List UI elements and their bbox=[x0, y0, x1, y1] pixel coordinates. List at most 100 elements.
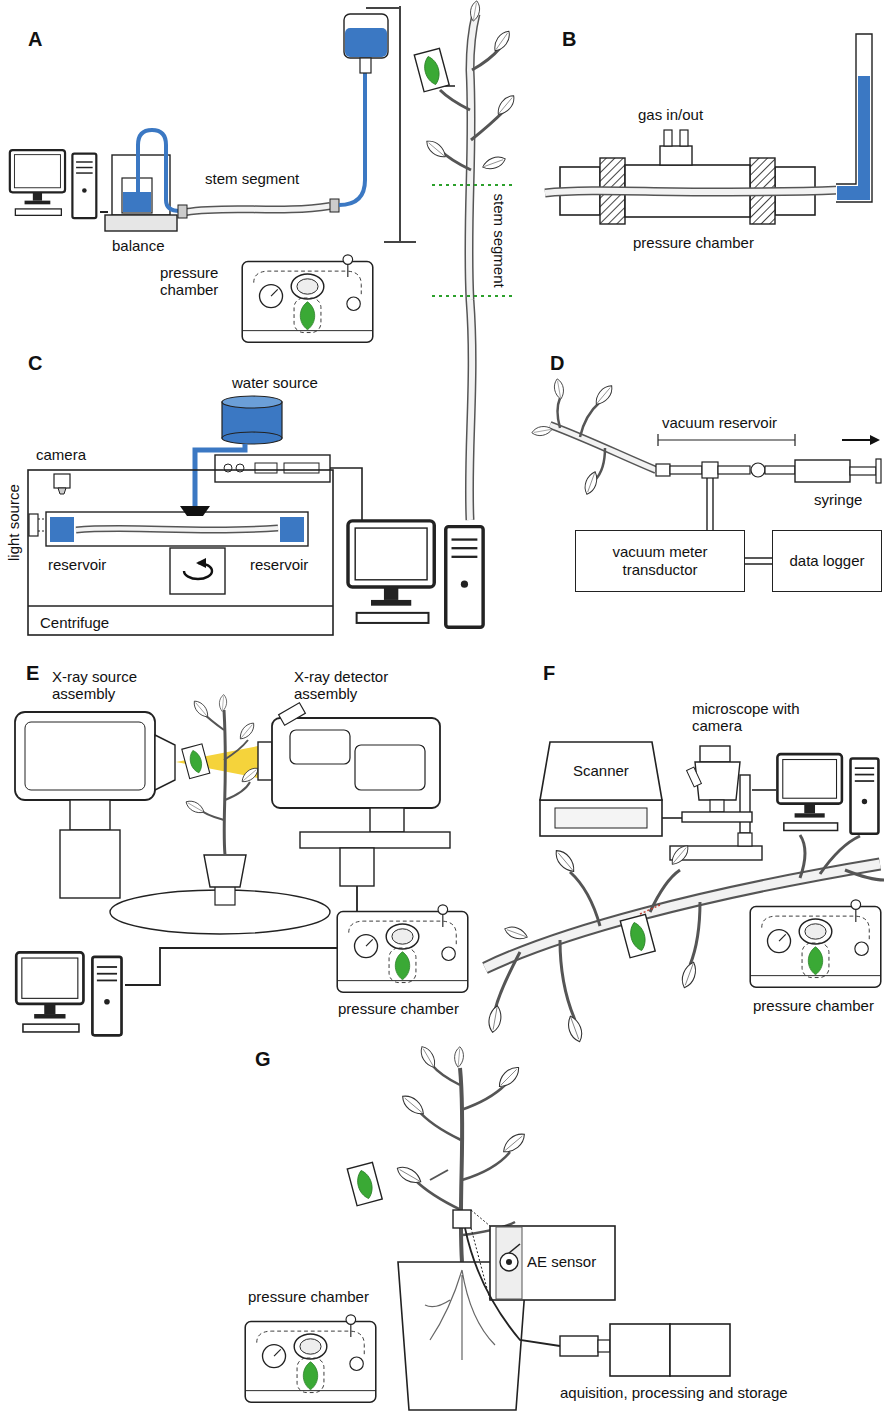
x-ray-detector bbox=[300, 832, 450, 848]
ae-sensor bbox=[496, 1227, 522, 1299]
computer-e bbox=[16, 952, 121, 1035]
plant-stem bbox=[424, 137, 449, 160]
pressure-chamber-b bbox=[660, 146, 692, 165]
iv-bag bbox=[344, 14, 388, 58]
cut-mark bbox=[640, 905, 660, 914]
part-label: vacuum reservoir bbox=[662, 414, 777, 431]
plant-e bbox=[237, 720, 257, 741]
tube bbox=[339, 72, 365, 205]
plant-g bbox=[394, 1044, 528, 1410]
panel-letter: G bbox=[255, 1048, 271, 1071]
controller bbox=[255, 463, 277, 473]
controller bbox=[215, 455, 330, 482]
microscope bbox=[700, 746, 730, 762]
acquisition-unit bbox=[670, 1324, 730, 1376]
controller bbox=[284, 463, 319, 473]
ae-sensor bbox=[509, 1244, 520, 1253]
plant-d bbox=[553, 378, 565, 400]
stem-segment-a bbox=[186, 206, 330, 212]
x-ray-source bbox=[15, 712, 175, 898]
plant-e bbox=[224, 710, 225, 855]
x-ray-source bbox=[25, 722, 145, 790]
plant-d bbox=[531, 378, 656, 496]
ae-sensor bbox=[453, 1210, 471, 1228]
plant-stem bbox=[469, 14, 476, 520]
vacuum-line bbox=[670, 466, 702, 474]
stem-segment-b bbox=[545, 190, 840, 193]
bagged-leaf bbox=[182, 744, 210, 779]
x-ray-source bbox=[60, 830, 120, 898]
centrifuge bbox=[38, 531, 44, 532]
acquisition-unit bbox=[560, 1336, 598, 1356]
stem-segment-a bbox=[178, 205, 187, 218]
iv-bag bbox=[384, 241, 416, 243]
x-ray-detector bbox=[272, 718, 440, 808]
panel-letter: F bbox=[543, 662, 555, 685]
pressure-chamber-b bbox=[560, 130, 815, 224]
plant-e bbox=[204, 855, 246, 887]
centrifuge bbox=[58, 488, 66, 494]
part-label: syringe bbox=[814, 491, 862, 508]
bagged-leaf bbox=[347, 1162, 382, 1205]
plant-g bbox=[394, 1163, 423, 1186]
water-source bbox=[222, 432, 282, 444]
balance bbox=[105, 215, 177, 231]
vacuum-line bbox=[706, 478, 707, 530]
stem-segment-b bbox=[545, 190, 840, 193]
microscope bbox=[695, 762, 740, 800]
vacuum-line bbox=[842, 439, 878, 441]
branch-f bbox=[679, 960, 699, 989]
computer-a bbox=[10, 150, 96, 218]
cut-line bbox=[432, 184, 515, 186]
controller bbox=[215, 455, 330, 482]
acquisition-unit bbox=[610, 1324, 670, 1376]
pressure-chamber-e bbox=[337, 905, 468, 992]
centrifuge bbox=[28, 470, 333, 635]
microscope bbox=[670, 746, 762, 860]
centrifuge bbox=[76, 528, 278, 530]
part-label: X-ray detector assembly bbox=[294, 668, 412, 703]
part-label: pressure chamber bbox=[633, 234, 754, 251]
x-ray-detector bbox=[340, 848, 374, 886]
bagged-leaf bbox=[414, 48, 449, 91]
plant-d bbox=[531, 425, 553, 437]
iv-bag bbox=[344, 6, 416, 242]
pressure-chamber-a bbox=[242, 255, 373, 342]
centrifuge bbox=[180, 506, 210, 516]
computer-a bbox=[10, 150, 96, 218]
stem-segment-a bbox=[178, 199, 339, 218]
pressure-chamber-b bbox=[664, 130, 672, 146]
plant-g bbox=[454, 1046, 465, 1067]
microscope bbox=[687, 767, 702, 787]
ae-sensor bbox=[453, 1210, 615, 1300]
plant-g bbox=[418, 1044, 439, 1070]
centrifuge bbox=[28, 605, 333, 606]
vacuum-line bbox=[718, 466, 750, 474]
pressure-chamber-f bbox=[750, 900, 881, 987]
part-label: X-ray source assembly bbox=[52, 668, 152, 703]
plant-e bbox=[184, 694, 261, 905]
water-column bbox=[836, 34, 872, 202]
panel-letter: D bbox=[550, 352, 564, 375]
pressure-chamber-e bbox=[337, 905, 468, 992]
connector bbox=[745, 558, 772, 564]
box-text: data logger bbox=[789, 552, 864, 570]
part-label: camera bbox=[36, 446, 86, 463]
bagged-leaf bbox=[414, 48, 449, 91]
centrifuge bbox=[54, 474, 70, 488]
iv-bag bbox=[399, 6, 401, 242]
process-box: data logger bbox=[772, 530, 882, 592]
part-label: light source bbox=[4, 485, 21, 562]
pressure-chamber-a bbox=[242, 255, 373, 342]
water-source bbox=[222, 396, 282, 408]
computer-f bbox=[777, 754, 878, 834]
pressure-chamber-f bbox=[750, 900, 881, 987]
part-label: reservoir bbox=[250, 556, 308, 573]
plant-g bbox=[460, 1068, 462, 1262]
centrifuge bbox=[76, 528, 278, 530]
x-ray-detector bbox=[258, 742, 272, 780]
branch-f bbox=[495, 835, 884, 1020]
x-ray-detector bbox=[290, 730, 350, 764]
plant-g bbox=[415, 1065, 515, 1235]
stem-segment-b bbox=[545, 190, 840, 193]
